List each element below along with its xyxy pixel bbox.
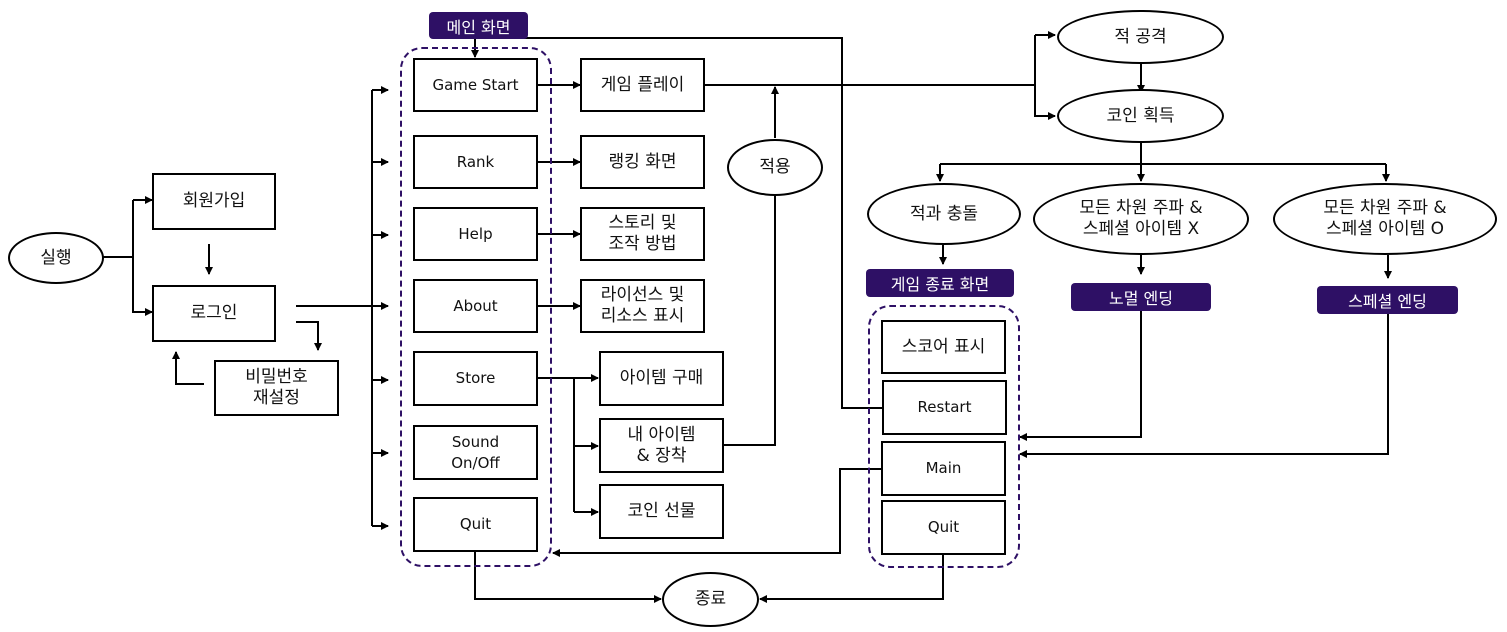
edge-my-apply <box>723 195 776 446</box>
coin-gift-label: 코인 선물 <box>627 501 696 521</box>
edge-gameover-quit-exit <box>759 555 944 603</box>
menu-quit-label: Quit <box>459 515 492 533</box>
menu-rank: Rank <box>413 135 538 189</box>
game-play-node: 게임 플레이 <box>580 58 705 112</box>
ranking-screen-label: 랭킹 화면 <box>608 151 677 172</box>
buy-item-node: 아이템 구매 <box>599 351 724 406</box>
story-controls-node: 스토리 및 조작 방법 <box>580 207 705 261</box>
main-screen-tag: 메인 화면 <box>429 12 528 39</box>
edge-main-menu <box>552 468 882 557</box>
edge-normal-gameover <box>1019 311 1142 441</box>
login-node: 로그인 <box>152 285 276 342</box>
menu-about: About <box>413 279 538 333</box>
edge-coin-branch <box>940 142 1142 165</box>
edge-run-login <box>132 257 153 316</box>
special-ending-tag: 스페셜 엔딩 <box>1317 286 1458 314</box>
ranking-screen-node: 랭킹 화면 <box>580 135 705 189</box>
login-label: 로그인 <box>190 303 238 323</box>
exit-node: 종료 <box>662 572 759 627</box>
all-clear-special-label: 모든 차원 주파 & 스페셜 아이템 O <box>1323 198 1447 239</box>
signup-label: 회원가입 <box>182 191 246 211</box>
signup-node: 회원가입 <box>152 173 276 230</box>
reset-password-label: 비밀번호 재설정 <box>245 367 308 408</box>
all-clear-special-node: 모든 차원 주파 & 스페셜 아이템 O <box>1273 183 1497 255</box>
license-resources-node: 라이선스 및 리소스 표시 <box>580 279 705 333</box>
game-over-quit: Quit <box>881 500 1006 555</box>
edge-reset-login <box>172 351 204 385</box>
my-items-node: 내 아이템 & 장착 <box>599 418 724 473</box>
score-display-node: 스코어 표시 <box>881 320 1006 374</box>
edge-run-branch <box>103 200 134 258</box>
game-over-screen-label: 게임 종료 화면 <box>890 275 990 294</box>
game-over-main-label: Main <box>925 459 962 477</box>
menu-rank-label: Rank <box>456 152 495 171</box>
enemy-collision-node: 적과 충돌 <box>867 183 1021 245</box>
enemy-attack-label: 적 공격 <box>1114 26 1167 47</box>
story-controls-label: 스토리 및 조작 방법 <box>608 213 677 254</box>
edge-restart-main <box>471 37 882 409</box>
normal-ending-label: 노멀 엔딩 <box>1109 289 1173 308</box>
run-label: 실행 <box>40 247 72 268</box>
buy-item-label: 아이템 구매 <box>619 368 704 388</box>
game-over-restart: Restart <box>882 380 1007 435</box>
coin-gift-node: 코인 선물 <box>599 484 724 539</box>
menu-sound: Sound On/Off <box>413 425 538 480</box>
menu-store: Store <box>413 351 538 406</box>
score-display-label: 스코어 표시 <box>901 336 986 357</box>
menu-store-label: Store <box>455 369 496 387</box>
menu-help-label: Help <box>458 224 493 243</box>
main-screen-label: 메인 화면 <box>446 17 511 37</box>
coin-gain-label: 코인 획득 <box>1106 105 1175 126</box>
edge-quit-exit <box>474 551 662 603</box>
edge-play-branch <box>705 35 1036 86</box>
normal-ending-tag: 노멀 엔딩 <box>1071 283 1211 311</box>
menu-help: Help <box>413 207 538 261</box>
menu-quit: Quit <box>413 497 538 552</box>
game-over-quit-label: Quit <box>927 518 960 536</box>
special-ending-label: 스페셜 엔딩 <box>1348 292 1427 311</box>
coin-gain-node: 코인 획득 <box>1057 89 1224 143</box>
game-over-screen-tag: 게임 종료 화면 <box>866 269 1014 297</box>
menu-sound-label: Sound On/Off <box>451 432 500 472</box>
apply-node: 적용 <box>727 139 823 196</box>
menu-game-start-label: Game Start <box>432 75 519 94</box>
all-clear-no-special-label: 모든 차원 주파 & 스페셜 아이템 X <box>1079 198 1203 239</box>
license-resources-label: 라이선스 및 리소스 표시 <box>600 285 685 326</box>
enemy-attack-node: 적 공격 <box>1057 10 1224 64</box>
main-screen-group <box>400 47 552 567</box>
edge-login-reset <box>296 321 322 351</box>
my-items-label: 내 아이템 & 장착 <box>627 424 696 466</box>
menu-about-label: About <box>453 296 498 315</box>
reset-password-node: 비밀번호 재설정 <box>214 360 339 416</box>
enemy-collision-label: 적과 충돌 <box>910 203 978 224</box>
game-play-label: 게임 플레이 <box>600 74 685 95</box>
apply-label: 적용 <box>759 157 791 177</box>
game-over-group <box>868 305 1020 568</box>
edge-special-gameover <box>1019 314 1389 458</box>
game-over-restart-label: Restart <box>917 398 972 416</box>
all-clear-no-special-node: 모든 차원 주파 & 스페셜 아이템 X <box>1033 183 1249 255</box>
menu-game-start: Game Start <box>413 58 538 112</box>
run-node: 실행 <box>8 232 104 284</box>
exit-label: 종료 <box>694 589 727 609</box>
game-over-main: Main <box>881 441 1006 496</box>
